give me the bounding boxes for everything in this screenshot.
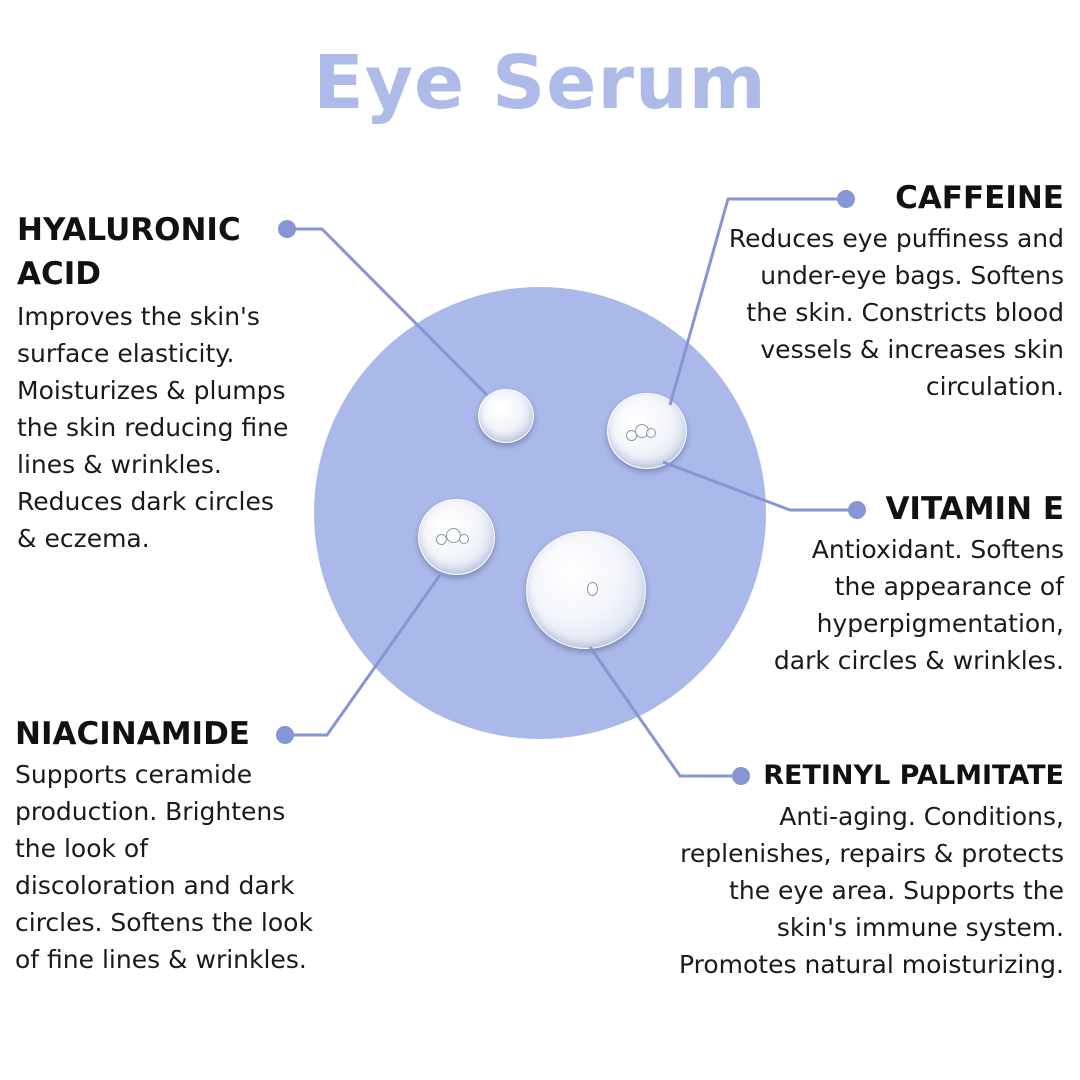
connector-dot-hyaluronic [278,220,296,238]
ingredient-hyaluronic: HYALURONIC ACID Improves the skin's surf… [17,208,292,557]
connector-niacinamide [285,574,442,737]
connector-hyaluronic [287,227,489,397]
page-title: Eye Serum [313,40,767,126]
ingredient-description: Reduces eye puffiness and under-eye bags… [728,224,1064,401]
serum-droplet-caffeine [607,393,687,469]
ingredient-name: RETINYL PALMITATE [763,760,1064,791]
connector-dot-caffeine [837,190,855,208]
serum-droplet-retinyl [526,531,646,649]
ingredient-name: HYALURONIC ACID [17,212,241,292]
ingredient-description: Anti-aging. Conditions, replenishes, rep… [679,802,1064,979]
ingredient-description: Supports ceramide production. Brightens … [15,760,313,974]
ingredient-name: NIACINAMIDE [15,716,250,752]
connector-dot-vitamin-e [848,501,866,519]
ingredient-name: VITAMIN E [885,491,1064,527]
droplet-bubble [587,582,598,596]
connector-dot-retinyl [732,767,750,785]
droplet-bubble [646,428,656,438]
ingredient-name: CAFFEINE [895,180,1064,216]
ingredient-niacinamide: NIACINAMIDE Supports ceramide production… [15,712,315,978]
connector-caffeine [668,197,846,406]
connector-dot-niacinamide [276,726,294,744]
droplet-bubble [459,534,469,544]
ingredient-description: Improves the skin's surface elasticity. … [17,302,289,553]
ingredient-caffeine: CAFFEINE Reduces eye puffiness and under… [720,176,1064,405]
connector-retinyl [588,646,741,778]
ingredient-retinyl: RETINYL PALMITATE Anti-aging. Conditions… [676,754,1064,983]
connector-vitamin-e [662,460,857,512]
serum-droplet-hyaluronic [478,389,534,443]
background-circle [314,287,766,739]
serum-droplet-niacinamide [418,499,495,575]
ingredient-vitamin-e: VITAMIN E Antioxidant. Softens the appea… [764,487,1064,679]
ingredient-description: Antioxidant. Softens the appearance of h… [773,535,1064,675]
